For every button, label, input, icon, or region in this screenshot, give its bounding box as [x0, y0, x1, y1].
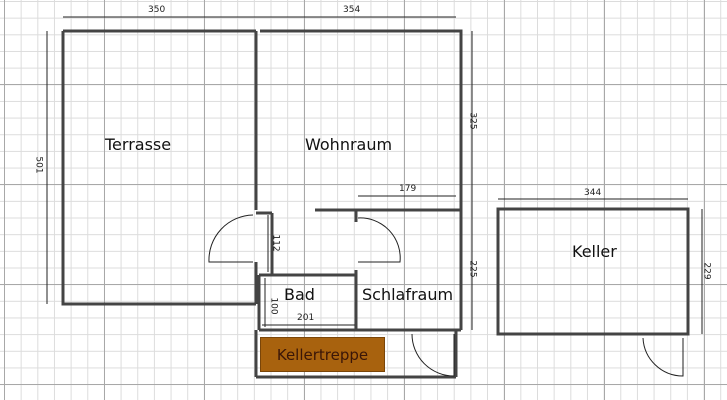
- room-label-terrasse: Terrasse: [105, 135, 172, 154]
- dim-bad-height: 100: [268, 297, 279, 315]
- dim-keller-height: 229: [701, 262, 712, 280]
- dim-wohnraum-width: 354: [343, 5, 361, 15]
- dim-wohnraum-height: 325: [467, 112, 478, 130]
- room-label-keller: Keller: [572, 242, 617, 261]
- dim-terrasse-width: 350: [148, 5, 166, 15]
- room-label-kellertreppe: Kellertreppe: [276, 345, 369, 364]
- dim-keller-width: 344: [584, 188, 602, 198]
- dim-hall-height: 112: [270, 234, 281, 252]
- dim-schlafraum-width: 179: [399, 184, 417, 194]
- dim-bad-width: 201: [297, 313, 315, 323]
- room-label-bad: Bad: [284, 285, 315, 304]
- dim-terrasse-height: 501: [33, 156, 44, 174]
- kellertreppe-stairs: Kellertreppe: [260, 337, 385, 372]
- dim-schlafraum-height: 225: [467, 260, 478, 278]
- room-label-wohnraum: Wohnraum: [305, 135, 393, 154]
- room-label-schlafraum: Schlafraum: [362, 285, 454, 304]
